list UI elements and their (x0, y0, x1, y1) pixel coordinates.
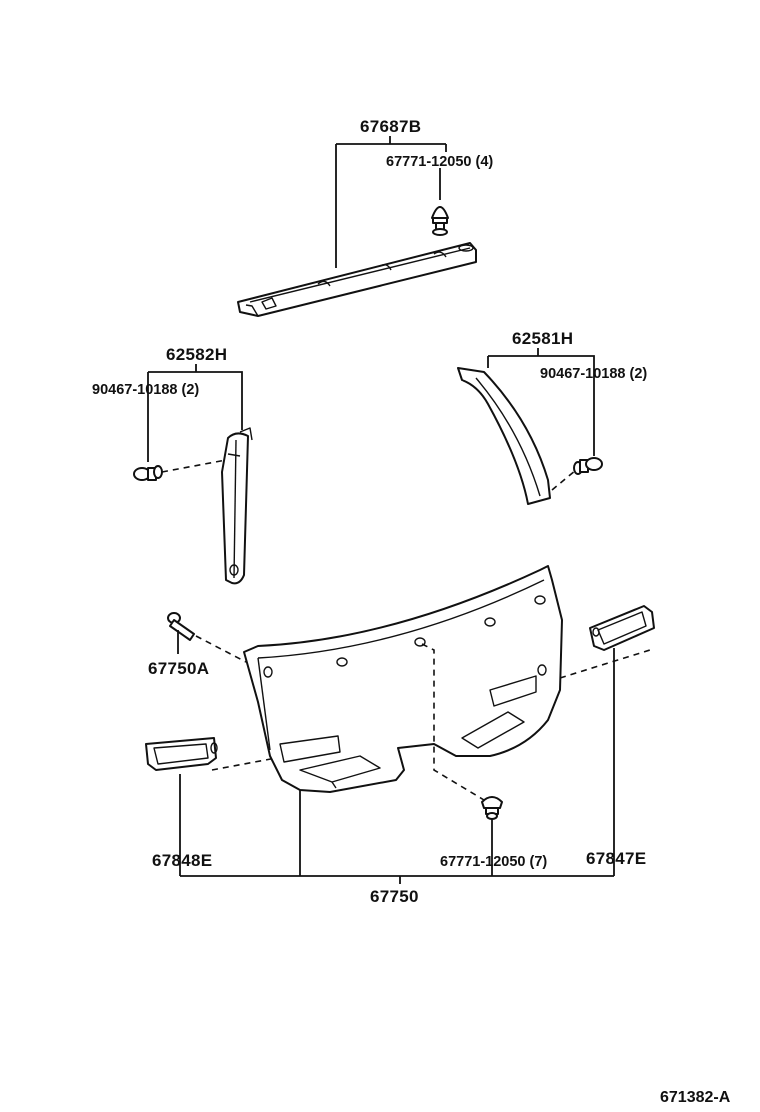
clip-fastener-left (133, 465, 163, 481)
right-lamp-cover (589, 605, 655, 651)
label-67771-bottom: 67771-12050 (7) (440, 854, 547, 870)
clip-fastener-top (431, 206, 449, 236)
left-pillar-garnish (221, 427, 253, 585)
label-67750: 67750 (370, 887, 419, 906)
diagram-code: 671382-A (660, 1089, 731, 1106)
right-pillar-garnish (457, 367, 551, 505)
label-90467-right: 90467-10188 (2) (540, 366, 647, 382)
label-62581H: 62581H (512, 329, 573, 348)
clip-fastener-right (573, 457, 603, 475)
label-67687B: 67687B (360, 117, 421, 136)
label-67771-top: 67771-12050 (4) (386, 154, 493, 170)
label-62582H: 62582H (166, 345, 227, 364)
bolt-fastener (167, 612, 195, 641)
back-door-trim-board (243, 565, 563, 793)
label-90467-left: 90467-10188 (2) (92, 382, 199, 398)
label-67848E: 67848E (152, 851, 212, 870)
label-67750A: 67750A (148, 659, 209, 678)
left-lamp-cover (145, 737, 218, 771)
upper-garnish-rail (237, 242, 477, 317)
clip-fastener-bottom (481, 796, 503, 820)
label-67847E: 67847E (586, 849, 646, 868)
